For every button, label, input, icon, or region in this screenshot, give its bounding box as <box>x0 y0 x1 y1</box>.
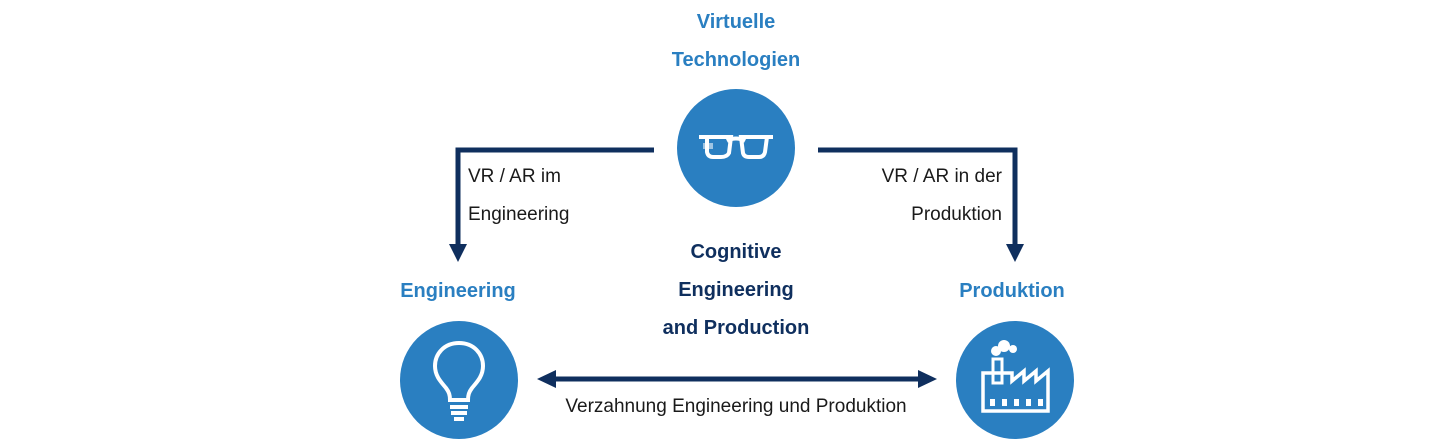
center-title-line3: and Production <box>662 317 810 339</box>
glasses-icon <box>699 135 773 159</box>
edge-label-top-left-line1: VR / AR im <box>468 166 561 187</box>
center-title-line1: Cognitive <box>690 241 782 263</box>
edge-label-top-right-line2: Produktion <box>911 204 1002 225</box>
node-engineering <box>400 321 518 439</box>
edge-label-top-left: VR / AR im Engineering <box>468 158 569 234</box>
edge-label-top-left-line2: Engineering <box>468 204 570 225</box>
arrow-top-to-left <box>455 147 654 248</box>
node-title-line2: Technologien <box>671 49 801 71</box>
node-virtual-technologies <box>677 89 795 207</box>
arrowhead-right <box>1006 244 1024 262</box>
factory-icon <box>981 340 1050 413</box>
arrowhead-bottom-left <box>537 370 556 388</box>
arrowhead-bottom-right <box>918 370 937 388</box>
center-title: Cognitive Engineering and Production <box>620 233 852 347</box>
node-title-produktion: Produktion <box>922 272 1102 310</box>
lightbulb-icon <box>432 340 486 421</box>
edge-label-bottom: Verzahnung Engineering und Produktion <box>536 388 936 426</box>
arrow-top-to-right <box>818 147 1018 248</box>
center-title-line2: Engineering <box>678 279 794 301</box>
edge-label-bottom-text: Verzahnung Engineering und Produktion <box>565 396 907 417</box>
node-produktion <box>956 321 1074 439</box>
arrowhead-left <box>449 244 467 262</box>
node-title-engineering: Engineering <box>368 272 548 310</box>
node-title-line1: Virtuelle <box>696 11 776 33</box>
edge-label-top-right: VR / AR in der Produktion <box>850 158 1002 234</box>
node-title-engineering-text: Engineering <box>400 280 516 302</box>
node-title-produktion-text: Produktion <box>959 280 1065 302</box>
edge-label-top-right-line1: VR / AR in der <box>881 166 1002 187</box>
node-title-virtual-technologies: Virtuelle Technologien <box>636 3 836 79</box>
